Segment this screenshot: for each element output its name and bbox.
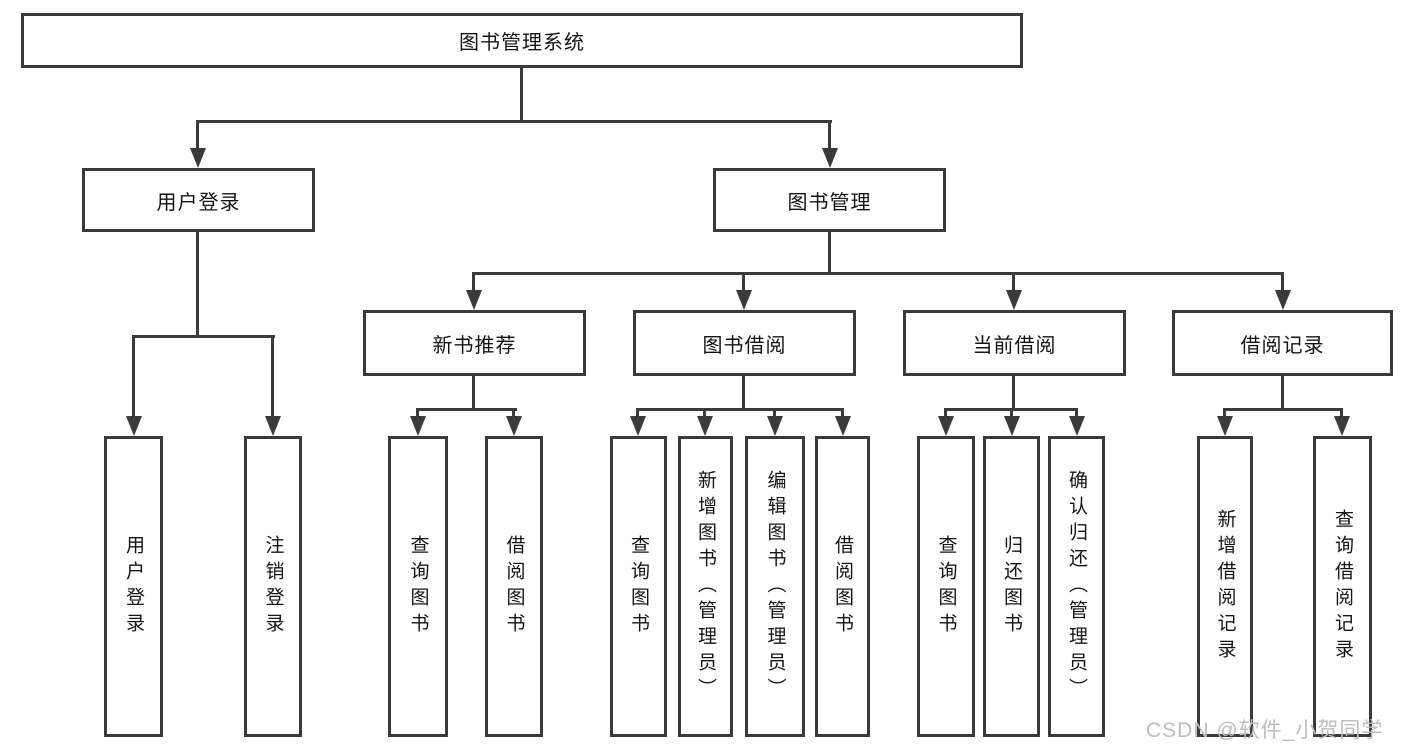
node-user-login: 用户登录 [82,168,315,232]
connector-user-leaf2 [271,335,274,419]
connector-bb-leaf4 [841,408,844,420]
leaf-br-add-record-label: 新增借阅记录 [1214,508,1236,665]
leaf-logout: 注销登录 [244,436,302,737]
connector-br-leaf1 [1223,408,1226,420]
connector-book-stem [828,232,831,275]
leaf-cb-return-book: 归还图书 [983,436,1040,737]
csdn-watermark: CSDN @软件_小贺同学 [1146,719,1384,742]
connector-br-bar [1223,408,1343,411]
connector-root-stem [520,68,523,121]
leaf-cb-confirm-return-label: 确认归还（管理员） [1066,469,1087,704]
connector-bb-stem [742,376,745,411]
arrow-down-icon [1334,416,1350,436]
connector-book-bar [472,272,1284,275]
leaf-rec-query-book-label: 查询图书 [407,534,429,639]
connector-root-user [196,120,199,152]
arrow-down-icon [1217,416,1233,436]
node-borrow-records: 借阅记录 [1172,310,1393,376]
connector-user-leaf1 [132,335,135,419]
connector-bb-leaf1 [636,408,639,420]
leaf-cb-return-book-label: 归还图书 [1001,534,1022,639]
connector-user-bar [132,335,275,338]
arrow-down-icon [506,416,522,436]
connector-br-leaf2 [1340,408,1343,420]
connector-root-bar [196,120,832,123]
arrow-down-icon [410,416,426,436]
connector-book-l3-1 [472,272,475,294]
arrow-down-icon [190,148,206,168]
connector-cb-stem [1012,376,1015,411]
connector-book-l3-4 [1281,272,1284,294]
connector-book-l3-2 [742,272,745,294]
arrow-down-icon [1004,416,1020,436]
connector-user-stem [196,232,199,338]
leaf-bb-add-book-label: 新增图书（管理员） [695,469,716,704]
arrow-down-icon [466,290,482,310]
arrow-down-icon [697,416,713,436]
leaf-br-query-record-label: 查询借阅记录 [1332,508,1353,665]
connector-book-l3-3 [1012,272,1015,294]
connector-bb-bar [636,408,844,411]
leaf-bb-query-book: 查询图书 [610,436,667,737]
leaf-rec-borrow-book-label: 借阅图书 [503,534,525,639]
connector-br-stem [1281,376,1284,411]
connector-bb-leaf3 [773,408,776,420]
connector-rec-leaf2 [512,408,515,420]
leaf-br-add-record: 新增借阅记录 [1197,436,1253,737]
node-book-mgmt: 图书管理 [713,168,946,232]
arrow-down-icon [938,416,954,436]
arrow-down-icon [1069,416,1085,436]
leaf-bb-edit-book: 编辑图书（管理员） [745,436,805,737]
arrow-down-icon [630,416,646,436]
leaf-cb-query-book: 查询图书 [917,436,975,737]
leaf-rec-query-book: 查询图书 [388,436,448,737]
leaf-cb-query-book-label: 查询图书 [935,534,957,639]
leaf-bb-borrow-book-label: 借阅图书 [832,534,853,639]
leaf-bb-borrow-book: 借阅图书 [815,436,870,737]
leaf-bb-query-book-label: 查询图书 [628,534,649,639]
arrow-down-icon [1006,290,1022,310]
connector-cb-leaf1 [944,408,947,420]
leaf-bb-edit-book-label: 编辑图书（管理员） [764,469,786,704]
arrow-down-icon [265,416,281,436]
node-current-borrow: 当前借阅 [903,310,1126,376]
arrow-down-icon [822,148,838,168]
leaf-br-query-record: 查询借阅记录 [1313,436,1372,737]
leaf-rec-borrow-book: 借阅图书 [485,436,543,737]
connector-rec-bar [416,408,517,411]
arrow-down-icon [1275,290,1291,310]
connector-rec-leaf1 [416,408,419,420]
connector-bb-leaf2 [703,408,706,420]
connector-rec-stem [472,376,475,411]
leaf-bb-add-book: 新增图书（管理员） [678,436,733,737]
connector-root-book [828,120,831,152]
node-new-book-rec: 新书推荐 [363,310,586,376]
node-book-borrow: 图书借阅 [633,310,856,376]
connector-cb-leaf3 [1075,408,1078,420]
leaf-user-login-label: 用户登录 [123,534,144,639]
node-root: 图书管理系统 [21,13,1023,68]
arrow-down-icon [767,416,783,436]
arrow-down-icon [835,416,851,436]
leaf-cb-confirm-return: 确认归还（管理员） [1048,436,1105,737]
arrow-down-icon [126,416,142,436]
leaf-logout-label: 注销登录 [262,534,284,639]
arrow-down-icon [736,290,752,310]
connector-cb-leaf2 [1010,408,1013,420]
leaf-user-login: 用户登录 [104,436,163,737]
